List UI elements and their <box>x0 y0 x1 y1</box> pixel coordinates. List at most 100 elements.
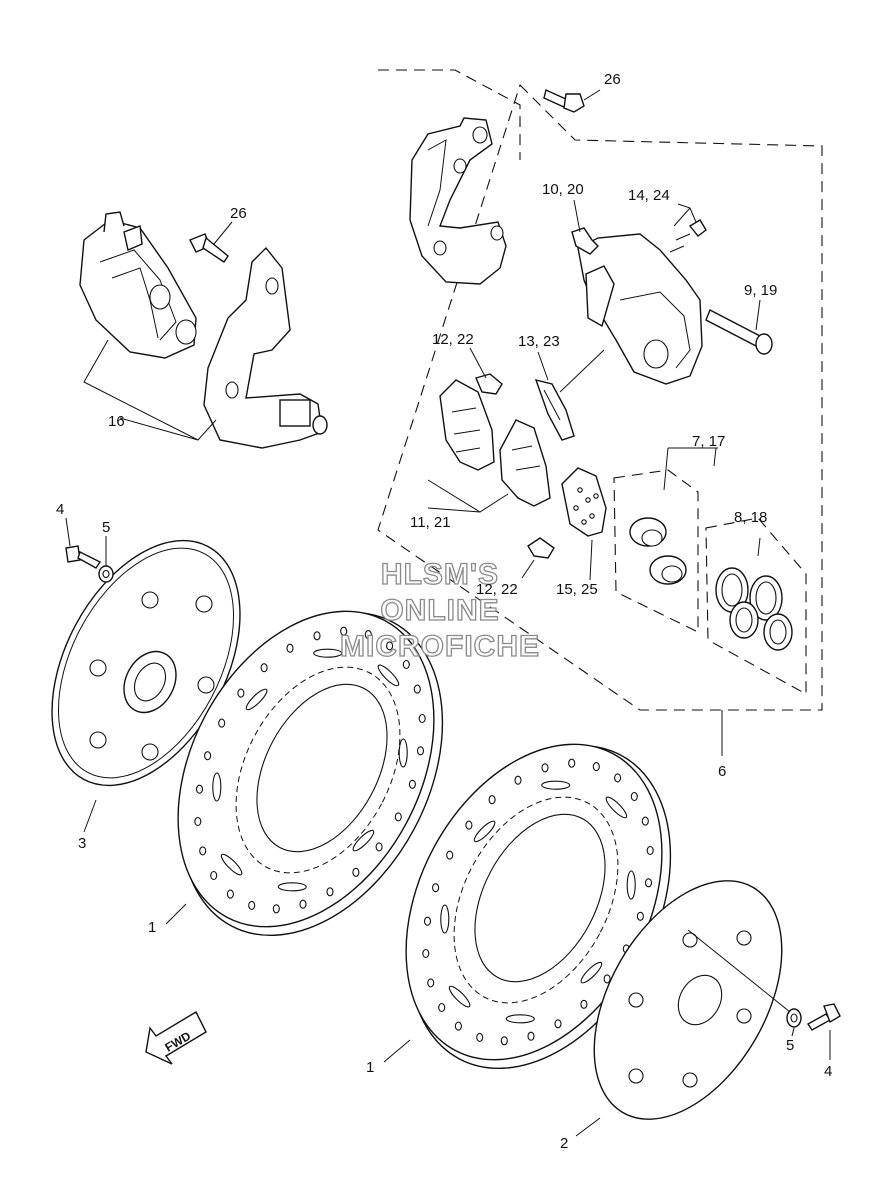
callout-12-22-bottom: 12, 22 <box>476 581 518 598</box>
callout-labels: 26 26 10, 20 14, 24 9, 19 12, 22 13, 23 … <box>56 71 832 1152</box>
disc-drill-hole <box>386 641 394 651</box>
seal-kit-8-18 <box>705 517 807 695</box>
disc-drill-hole <box>364 630 372 640</box>
callout-1-left: 1 <box>148 919 156 936</box>
callout-1-right: 1 <box>366 1059 374 1076</box>
disc-drill-hole <box>644 878 653 888</box>
callout-10-20: 10, 20 <box>542 181 584 198</box>
disc-cooling-slot <box>212 772 222 802</box>
disc-cooling-slot <box>313 648 343 658</box>
disc-drill-hole <box>422 948 430 959</box>
disc-drill-hole <box>454 1021 462 1031</box>
right-caliper-bracket <box>409 117 507 285</box>
disc-cooling-slot <box>605 796 628 819</box>
disc-drill-hole <box>541 763 549 773</box>
disc-drill-hole <box>465 820 473 830</box>
watermark: HLSM'S ONLINE MICROFICHE <box>339 557 540 663</box>
disc-drill-hole <box>413 684 421 694</box>
disc-drill-hole <box>554 1019 562 1029</box>
disc-cooling-slot <box>377 664 400 687</box>
callout-16: 16 <box>108 413 125 430</box>
disc-drill-hole <box>423 916 432 926</box>
watermark-line-1: HLSM'S <box>381 558 499 591</box>
disc-cooling-slot <box>626 870 636 900</box>
piston-kit-7-17 <box>613 469 699 633</box>
disc-cooling-slot <box>277 882 307 892</box>
disc-drill-hole <box>195 784 204 794</box>
disc-drill-hole <box>248 900 256 910</box>
disc-drill-hole <box>438 1002 446 1013</box>
callout-4-right: 4 <box>824 1063 832 1080</box>
disc-drill-hole <box>237 688 245 698</box>
disc-drill-hole <box>340 626 348 636</box>
disc-drill-hole <box>313 631 321 641</box>
callout-5-right: 5 <box>786 1037 794 1054</box>
disc-cooling-slot <box>440 904 450 934</box>
watermark-line-3: MICROFICHE <box>340 630 540 663</box>
disc-drill-hole <box>488 795 496 805</box>
disc-drill-hole <box>603 974 611 984</box>
washer-5-left <box>98 565 114 583</box>
disc-drill-hole <box>630 791 638 802</box>
disc-drill-hole <box>204 751 212 761</box>
disc-drill-hole <box>352 867 360 877</box>
disc-drill-hole <box>427 978 435 988</box>
disc-drill-hole <box>418 713 426 724</box>
disc-drill-hole <box>416 746 425 756</box>
callout-9-19: 9, 19 <box>744 282 777 299</box>
disc-drill-hole <box>408 779 416 789</box>
callout-26-left: 26 <box>230 205 247 222</box>
disc-drill-hole <box>636 911 644 921</box>
disc-cooling-slot <box>220 853 243 876</box>
disc-drill-hole <box>210 870 218 881</box>
disc-drill-hole <box>527 1031 535 1041</box>
disc-drill-hole <box>286 643 294 653</box>
disc-drill-hole <box>500 1036 508 1046</box>
forward-arrow-icon: FWD <box>145 1011 207 1065</box>
callout-3: 3 <box>78 835 86 852</box>
pad-spring-13-23 <box>534 379 575 441</box>
brake-disc-1-right <box>405 743 672 1070</box>
leader-lines <box>65 89 831 1137</box>
bolt-4-left <box>65 545 102 569</box>
disc-drill-hole <box>199 846 207 856</box>
washer-5-right <box>786 1008 802 1028</box>
callout-4-left: 4 <box>56 501 64 518</box>
disc-drill-hole <box>432 883 440 893</box>
disc-cooling-slot <box>448 985 471 1008</box>
brake-disc-1-left <box>177 610 444 937</box>
callout-12-22-top: 12, 22 <box>432 331 474 348</box>
assembly-6-boundary <box>377 69 823 711</box>
disc-drill-hole <box>646 845 654 856</box>
callout-13-23: 13, 23 <box>518 333 560 350</box>
disc-cooling-slot <box>505 1014 535 1024</box>
pad-shim-15-25 <box>561 467 607 537</box>
disc-cooling-slot <box>473 820 496 843</box>
pad-clip-12-22-bottom <box>527 537 555 559</box>
disc-cooling-slot <box>245 688 268 711</box>
disc-drill-hole <box>568 758 576 768</box>
disc-drill-hole <box>375 842 383 852</box>
disc-drill-hole <box>641 816 649 826</box>
disc-drill-hole <box>394 812 402 822</box>
disc-cooling-slot <box>580 961 603 984</box>
callout-14-24: 14, 24 <box>628 187 670 204</box>
callout-2: 2 <box>560 1135 568 1152</box>
disc-cooling-slot <box>352 829 375 852</box>
callout-15-25: 15, 25 <box>556 581 598 598</box>
disc-cooling-slot <box>398 738 408 768</box>
callout-8-18: 8, 18 <box>734 509 767 526</box>
pad-clip-12-22-top <box>475 373 503 395</box>
callout-6: 6 <box>718 763 726 780</box>
disc-drill-hole <box>272 904 280 914</box>
disc-drill-hole <box>580 999 588 1009</box>
brake-pads <box>439 379 551 507</box>
callout-7-17: 7, 17 <box>692 433 725 450</box>
callout-26-top: 26 <box>604 71 621 88</box>
disc-cooling-slot <box>541 780 571 790</box>
wheel-hub-2 <box>593 880 783 1120</box>
bolt-26-top <box>543 89 585 113</box>
disc-drill-hole <box>260 663 268 673</box>
